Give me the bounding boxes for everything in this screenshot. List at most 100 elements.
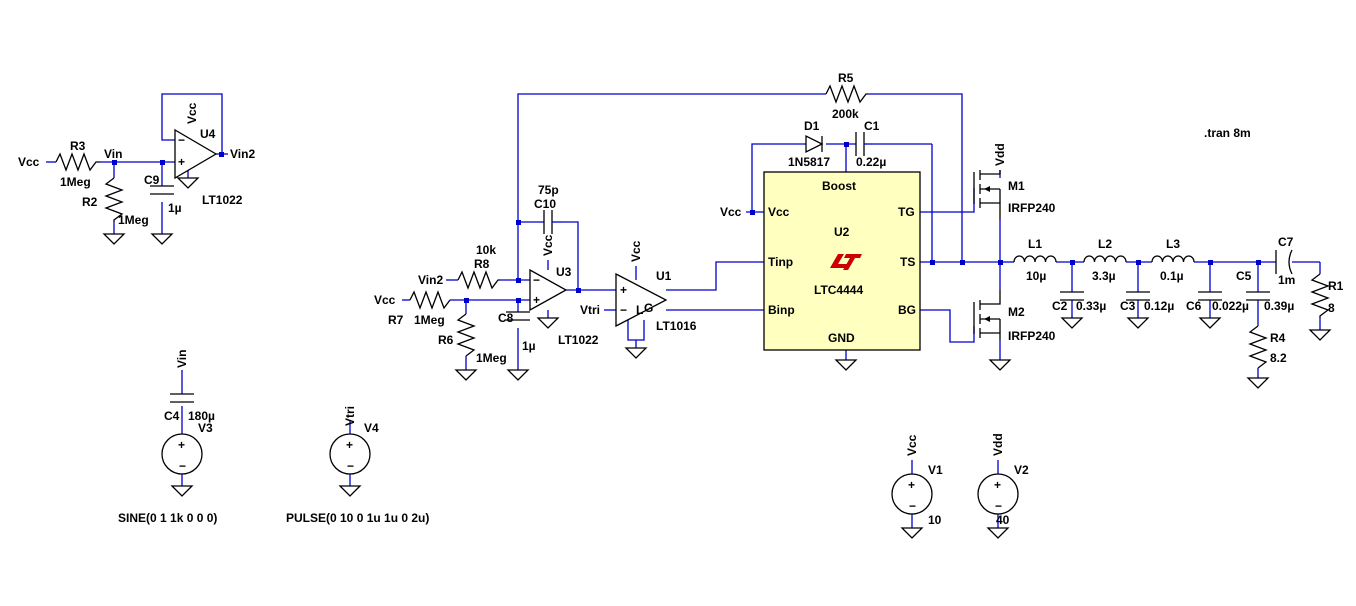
svg-text:G: G bbox=[644, 301, 653, 315]
r6-ref: R6 bbox=[438, 333, 454, 347]
resistor-r1-symbol[interactable] bbox=[1310, 273, 1330, 318]
ground-icon bbox=[454, 369, 478, 381]
opamp-u4-symbol[interactable] bbox=[174, 128, 218, 180]
voltage-source-v3-symbol[interactable] bbox=[161, 433, 203, 475]
svg-text:+: + bbox=[178, 438, 185, 452]
ground-icon bbox=[176, 177, 200, 189]
l2-value: 3.3µ bbox=[1092, 269, 1116, 283]
voltage-source-v2-symbol[interactable] bbox=[977, 473, 1019, 515]
resistor-r7-symbol[interactable] bbox=[409, 290, 451, 310]
u2-part: LTC4444 bbox=[814, 283, 863, 297]
l3-ref: L3 bbox=[1166, 237, 1180, 251]
v2-ref: V2 bbox=[1014, 463, 1029, 477]
net-label-vcc: Vcc bbox=[18, 155, 40, 169]
u2-pin-boost: Boost bbox=[822, 179, 856, 193]
net-label-vin: Vin bbox=[104, 147, 122, 161]
resistor-r8-symbol[interactable] bbox=[457, 270, 500, 290]
u4-part: LT1022 bbox=[202, 193, 243, 207]
u2-pin-binp: Binp bbox=[768, 303, 795, 317]
voltage-source-v1-symbol[interactable] bbox=[891, 473, 933, 515]
ic-u2-ltc4444[interactable] bbox=[763, 171, 921, 351]
net-label-vcc: Vcc bbox=[374, 293, 396, 307]
v1-ref: V1 bbox=[928, 463, 943, 477]
linear-logo-icon bbox=[830, 254, 862, 270]
c7-ref: C7 bbox=[1278, 235, 1294, 249]
net-label-vcc: Vcc bbox=[541, 234, 555, 256]
voltage-source-v4-symbol[interactable] bbox=[329, 433, 371, 475]
r2-value: 1Meg bbox=[118, 213, 149, 227]
ground-icon bbox=[1198, 317, 1222, 329]
svg-text:−: − bbox=[620, 303, 627, 317]
comparator-u1-symbol[interactable] bbox=[615, 272, 668, 328]
svg-text:+: + bbox=[346, 438, 353, 452]
svg-text:−: − bbox=[178, 133, 185, 147]
net-label-vtri: Vtri bbox=[343, 406, 357, 426]
c6-ref: C6 bbox=[1186, 299, 1202, 313]
r3-ref: R3 bbox=[70, 139, 86, 153]
c2-ref: C2 bbox=[1052, 299, 1068, 313]
opamp-u3-symbol[interactable] bbox=[529, 268, 568, 312]
c6-value: 0.022µ bbox=[1212, 299, 1249, 313]
c10-value: 75p bbox=[538, 183, 559, 197]
wires bbox=[46, 93, 1321, 528]
resistor-r5-symbol[interactable] bbox=[825, 84, 868, 104]
ground-icon bbox=[506, 369, 530, 381]
r4-ref: R4 bbox=[1270, 331, 1286, 345]
l2-ref: L2 bbox=[1098, 237, 1112, 251]
d1-ref: D1 bbox=[804, 119, 820, 133]
resistor-r4-symbol[interactable] bbox=[1248, 325, 1268, 369]
net-label-vdd: Vdd bbox=[993, 143, 1007, 166]
v4-ref: V4 bbox=[364, 421, 379, 435]
net-label-vin2: Vin2 bbox=[418, 273, 443, 287]
diode-d1-symbol[interactable] bbox=[805, 134, 824, 154]
ground-icon bbox=[102, 233, 126, 245]
inductor-l2-symbol[interactable] bbox=[1083, 255, 1127, 263]
r2-ref: R2 bbox=[82, 195, 98, 209]
svg-text:−: − bbox=[533, 273, 540, 287]
r1-value: 8 bbox=[1328, 301, 1335, 315]
c4-value: 180µ bbox=[188, 409, 215, 423]
c8-value: 1µ bbox=[522, 339, 536, 353]
c9-ref: C9 bbox=[144, 173, 160, 187]
m2-part: IRFP240 bbox=[1008, 329, 1056, 343]
mosfet-m2-symbol[interactable] bbox=[973, 290, 1001, 340]
u2-ref: U2 bbox=[834, 225, 850, 239]
ground-icon bbox=[338, 485, 362, 497]
ground-icon bbox=[1246, 377, 1270, 389]
u2-pin-bg: BG bbox=[898, 303, 916, 317]
r8-ref: R8 bbox=[474, 257, 490, 271]
mosfet-m1-symbol[interactable] bbox=[973, 170, 1001, 220]
inductor-l1-symbol[interactable] bbox=[1013, 255, 1057, 263]
svg-text:−: − bbox=[995, 499, 1002, 513]
c4-ref: C4 bbox=[164, 409, 180, 423]
svg-text:+: + bbox=[178, 155, 185, 169]
c5-value: 0.39µ bbox=[1264, 299, 1294, 313]
resistor-r2-symbol[interactable] bbox=[104, 177, 124, 222]
resistor-r3-symbol[interactable] bbox=[55, 152, 100, 172]
ground-icon bbox=[988, 359, 1012, 371]
u2-pin-gnd: GND bbox=[828, 331, 855, 345]
c3-value: 0.12µ bbox=[1144, 299, 1174, 313]
u4-ref: U4 bbox=[200, 127, 216, 141]
u2-pin-tg: TG bbox=[898, 205, 915, 219]
c2-value: 0.33µ bbox=[1076, 299, 1106, 313]
c8-ref: C8 bbox=[498, 311, 514, 325]
u2-pin-ts: TS bbox=[900, 255, 915, 269]
c7-value: 1m bbox=[1278, 273, 1295, 287]
net-label-vdd: Vdd bbox=[991, 433, 1005, 456]
u3-part: LT1022 bbox=[558, 333, 599, 347]
resistor-r6-symbol[interactable] bbox=[456, 313, 476, 357]
svg-text:−: − bbox=[909, 499, 916, 513]
svg-text:+: + bbox=[620, 283, 627, 297]
net-label-vtri: Vtri bbox=[580, 303, 600, 317]
spice-directive[interactable]: .tran 8m bbox=[1204, 126, 1251, 140]
ground-icon bbox=[170, 485, 194, 497]
u2-pin-vcc: Vcc bbox=[768, 205, 790, 219]
net-label-vin: Vin bbox=[175, 350, 189, 368]
u1-part: LT1016 bbox=[656, 319, 697, 333]
r6-value: 1Meg bbox=[476, 351, 507, 365]
ground-icon bbox=[536, 317, 560, 329]
v3-ref: V3 bbox=[198, 421, 213, 435]
inductor-l3-symbol[interactable] bbox=[1151, 255, 1195, 263]
